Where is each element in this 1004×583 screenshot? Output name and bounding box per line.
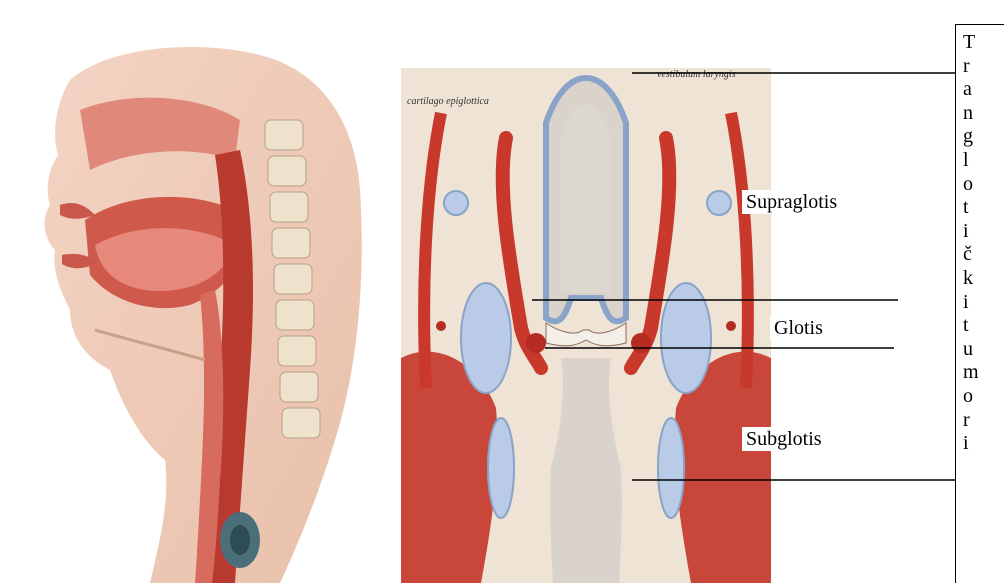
- side-box-letter: t: [963, 314, 979, 338]
- side-box-letter: l: [963, 149, 979, 173]
- side-box-letter: i: [963, 220, 979, 244]
- side-box-letter: a: [963, 78, 979, 102]
- side-box-letter: g: [963, 125, 979, 149]
- side-box-letter: o: [963, 173, 979, 197]
- side-box-letter: m: [963, 361, 979, 385]
- side-box-letter: u: [963, 338, 979, 362]
- side-box-letter: t: [963, 196, 979, 220]
- side-box-letter: n: [963, 102, 979, 126]
- side-box-letter: i: [963, 432, 979, 456]
- side-box-letter: r: [963, 409, 979, 433]
- label-subglotis: Subglotis: [742, 427, 826, 451]
- side-box-letter: r: [963, 55, 979, 79]
- side-box-letter: i: [963, 291, 979, 315]
- side-box-letter: k: [963, 267, 979, 291]
- side-box-letter: o: [963, 385, 979, 409]
- label-glotis: Glotis: [770, 316, 827, 340]
- label-supraglotis: Supraglotis: [742, 190, 841, 214]
- side-box-letter: T: [963, 31, 979, 55]
- side-box-letter: č: [963, 243, 979, 267]
